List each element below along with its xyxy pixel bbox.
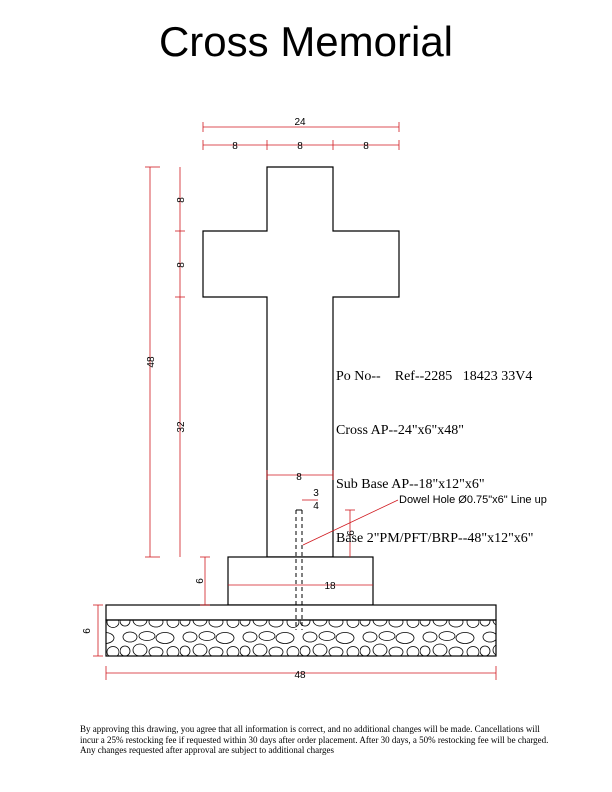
dim-total-height: 48 (146, 356, 157, 368)
po-line: Po No-- Ref--2285 18423 33V4 (336, 368, 534, 386)
dim-dowel-depth: 6 (346, 530, 357, 536)
dim-dowel-num: 3 (313, 488, 319, 499)
dim-total-width: 24 (294, 117, 306, 128)
dim-arm-right: 8 (363, 141, 369, 152)
dim-sub-base-height: 6 (195, 578, 206, 584)
spec-block: Po No-- Ref--2285 18423 33V4 Cross AP--2… (336, 332, 534, 566)
base-stone (105, 619, 497, 657)
dim-arm-center: 8 (297, 141, 303, 152)
dim-top-arm: 8 (176, 197, 187, 203)
dim-base-width: 48 (294, 670, 306, 681)
dim-arm-height: 8 (176, 262, 187, 268)
sub-base (227, 556, 374, 606)
dim-base-height: 6 (82, 628, 93, 634)
drawing-title: Cross Memorial (158, 18, 454, 65)
dim-arm-left: 8 (232, 141, 238, 152)
dim-dowel-den: 4 (313, 501, 319, 512)
dim-shaft-width: 8 (296, 472, 302, 483)
disclaimer-text: By approving this drawing, you agree tha… (80, 724, 549, 755)
cross-spec: Cross AP--24"x6"x48" (336, 423, 464, 438)
dowel-note: Dowel Hole Ø0.75"x6" Line up (399, 494, 547, 506)
base-spec: Base 2"PM/PFT/BRP--48"x12"x6" (336, 531, 534, 546)
sub-base-spec: Sub Base AP--18"x12"x6" (336, 477, 485, 492)
dim-sub-base-width: 18 (324, 581, 336, 592)
ref-value: Ref--2285 (394, 369, 453, 384)
code-value: 18423 33V4 (462, 369, 533, 384)
dimension-lines (93, 122, 497, 680)
po-label: Po No-- (336, 369, 381, 384)
base-top (105, 604, 497, 621)
dim-lower-height: 32 (176, 421, 187, 433)
